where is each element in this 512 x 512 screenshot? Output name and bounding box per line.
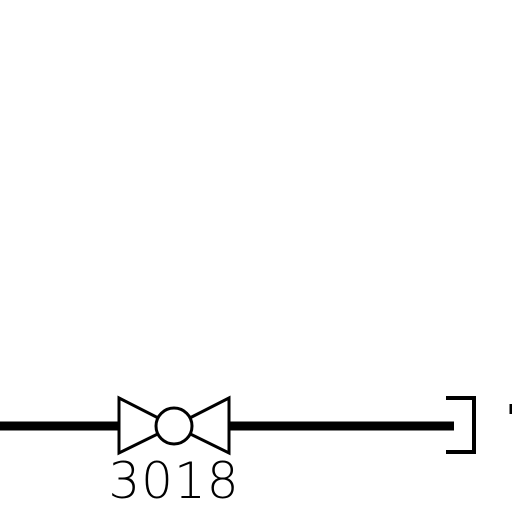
pipe-end-bracket xyxy=(446,396,476,454)
valve-tag-label: 3018 xyxy=(108,452,239,510)
valve-left-triangle xyxy=(117,395,178,456)
ball-valve-icon[interactable] xyxy=(117,395,231,456)
valve-ball xyxy=(154,406,194,446)
